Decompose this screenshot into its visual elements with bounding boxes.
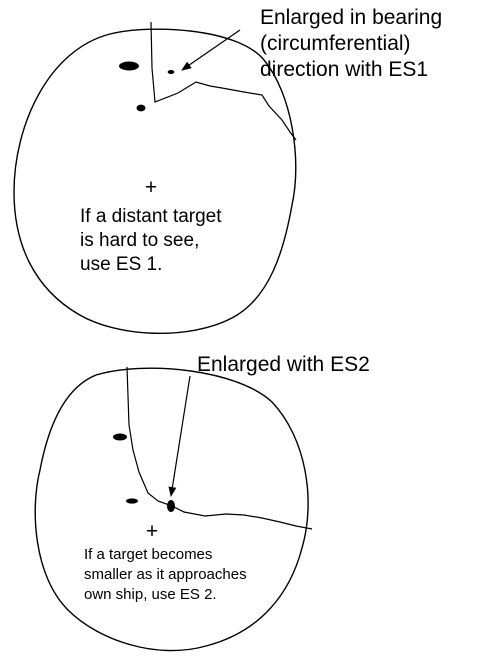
es1-callout-arrow xyxy=(181,29,241,71)
es2-note-line-1: If a target becomes xyxy=(84,546,212,563)
es2-note-line-2: smaller as it approaches xyxy=(84,566,247,583)
es1-coastline xyxy=(150,21,297,141)
es1-callout-line-2: (circumferential) xyxy=(260,32,411,55)
es1-echo-large xyxy=(119,61,139,71)
es1-radar-scope-outline xyxy=(13,28,297,335)
es1-callout-line-1: Enlarged in bearing xyxy=(260,6,442,29)
es2-radar-scope-outline xyxy=(34,367,309,652)
es2-echo-left xyxy=(126,498,138,504)
es1-callout-line-3: direction with ES1 xyxy=(260,58,428,81)
es1-own-ship-marker: + xyxy=(145,176,157,199)
es2-callout-arrow xyxy=(168,375,191,497)
es1-note-line-3: use ES 1. xyxy=(80,254,162,275)
es2-callout: Enlarged with ES2 xyxy=(197,353,370,376)
es2-panel: Enlarged with ES2 + If a target becomes … xyxy=(34,353,370,652)
es2-own-ship-marker: + xyxy=(146,520,158,543)
es2-note-line-3: own ship, use ES 2. xyxy=(84,586,217,603)
es1-echo-small xyxy=(136,104,146,112)
es1-note-line-1: If a distant target xyxy=(80,206,222,227)
es1-echo-enlarged-bearing xyxy=(167,70,175,74)
es2-echo-upper xyxy=(113,433,127,441)
es1-panel: Enlarged in bearing (circumferential) di… xyxy=(13,6,442,335)
es2-coastline xyxy=(126,366,313,530)
es2-echo-enlarged xyxy=(167,500,175,512)
es1-note-line-2: is hard to see, xyxy=(80,230,199,251)
